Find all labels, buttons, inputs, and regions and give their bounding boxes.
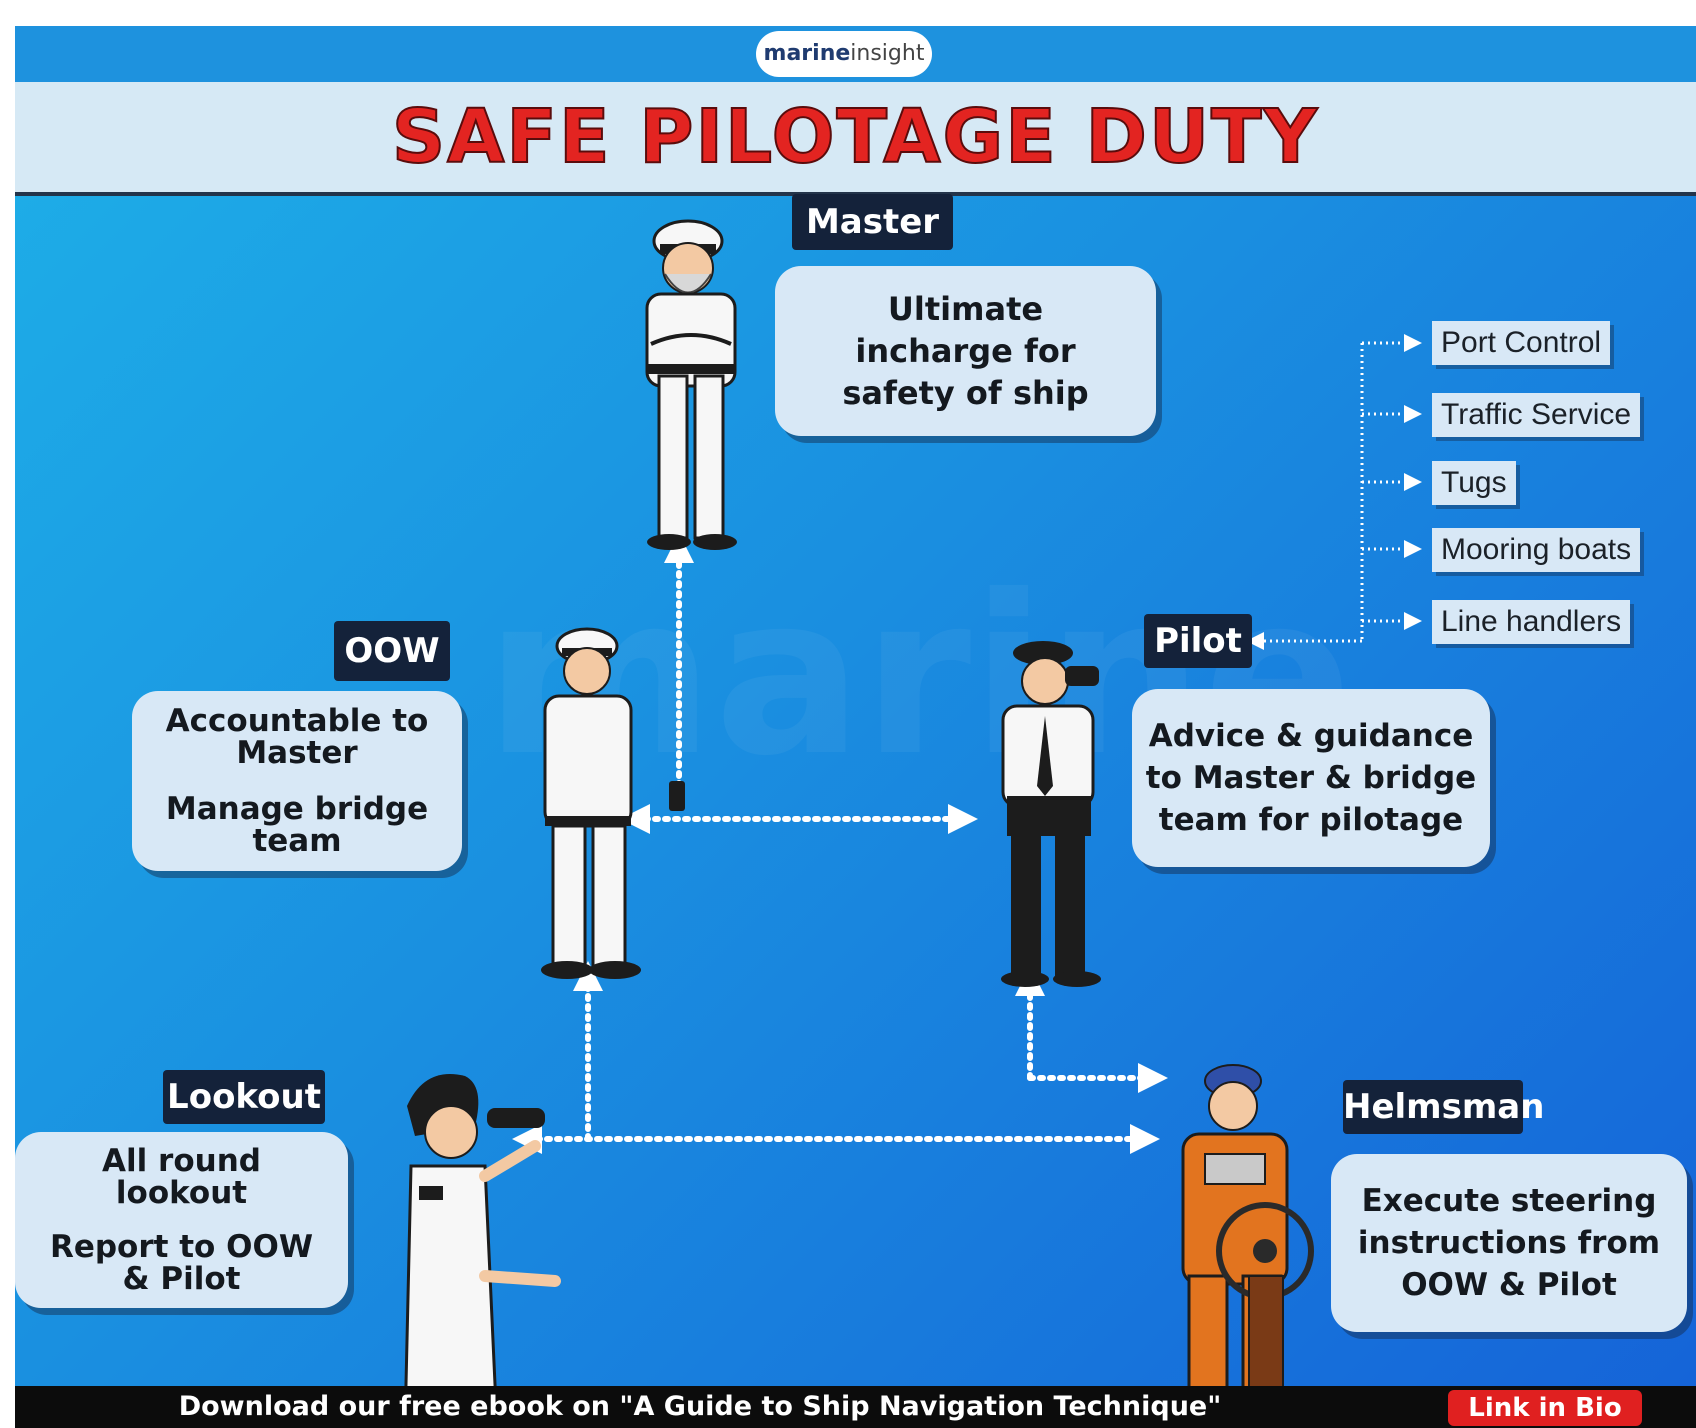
connector-lines [512, 533, 1168, 1154]
lookout-description: All round lookout Report to OOW & Pilot [15, 1132, 348, 1308]
helmsman-label: Helmsman [1343, 1080, 1544, 1134]
master-desc-line-2: incharge for [855, 332, 1076, 370]
pilot-label: Pilot [1144, 614, 1252, 668]
contact-port-control: Port Control [1432, 321, 1611, 365]
lookout-desc-line-3: Report to OOW [49, 1229, 314, 1265]
master-desc-line-1: Ultimate [887, 290, 1044, 328]
master-label: Master [792, 194, 953, 250]
contacts-tree [1246, 334, 1422, 650]
contact-mooring-boats: Mooring boats [1432, 528, 1641, 572]
helmsman-description: Execute steering instructions from OOW &… [1331, 1154, 1687, 1332]
logo-sub: insight [850, 41, 925, 66]
page-title: SAFE PILOTAGE DUTY [391, 93, 1320, 181]
pilot-figure [1001, 641, 1101, 987]
oow-desc-line-2: Master [236, 735, 358, 771]
helmsman-desc-line-1: Execute steering [1361, 1183, 1657, 1219]
pilot-desc-line-2: to Master & bridge [1145, 760, 1477, 796]
pilot-desc-line-1: Advice & guidance [1148, 718, 1474, 754]
oow-figure [541, 627, 685, 979]
oow-desc-line-1: Accountable to [165, 703, 429, 739]
helmsman-desc-line-2: instructions from [1357, 1225, 1661, 1261]
pilot-desc-line-3: team for pilotage [1158, 802, 1464, 838]
oow-desc-line-3: Manage bridge [165, 791, 429, 827]
contact-line-handlers: Line handlers [1432, 600, 1631, 644]
logo: marineinsight [756, 31, 932, 77]
helmsman-desc-line-3: OOW & Pilot [1401, 1267, 1617, 1303]
oow-desc-line-4: team [252, 823, 342, 859]
helmsman-figure [1181, 1064, 1314, 1428]
oow-label: OOW [334, 621, 450, 681]
lookout-label: Lookout [163, 1070, 325, 1124]
master-figure [645, 219, 737, 550]
oow-description: Accountable to Master Manage bridge team [132, 691, 462, 871]
lookout-desc-line-1: All round [102, 1143, 261, 1179]
footer-bar [15, 1386, 1696, 1428]
lookout-desc-line-2: lookout [115, 1175, 248, 1211]
master-description: Ultimate incharge for safety of ship [775, 266, 1156, 436]
contact-traffic-service: Traffic Service [1432, 393, 1641, 437]
lookout-desc-line-4: & Pilot [122, 1261, 241, 1297]
connectors-and-figures [403, 219, 1422, 1428]
infographic-canvas: SAFE PILOTAGE DUTY marineinsight marine [15, 26, 1696, 1428]
master-desc-line-3: safety of ship [842, 374, 1089, 412]
pilot-description: Advice & guidance to Master & bridge tea… [1132, 689, 1490, 867]
lookout-figure [403, 1074, 561, 1428]
footer-text: Download our free ebook on "A Guide to S… [178, 1391, 1222, 1422]
contact-tugs: Tugs [1432, 461, 1516, 505]
link-in-bio-badge[interactable]: Link in Bio [1448, 1390, 1642, 1426]
logo-main: marine [763, 41, 851, 66]
